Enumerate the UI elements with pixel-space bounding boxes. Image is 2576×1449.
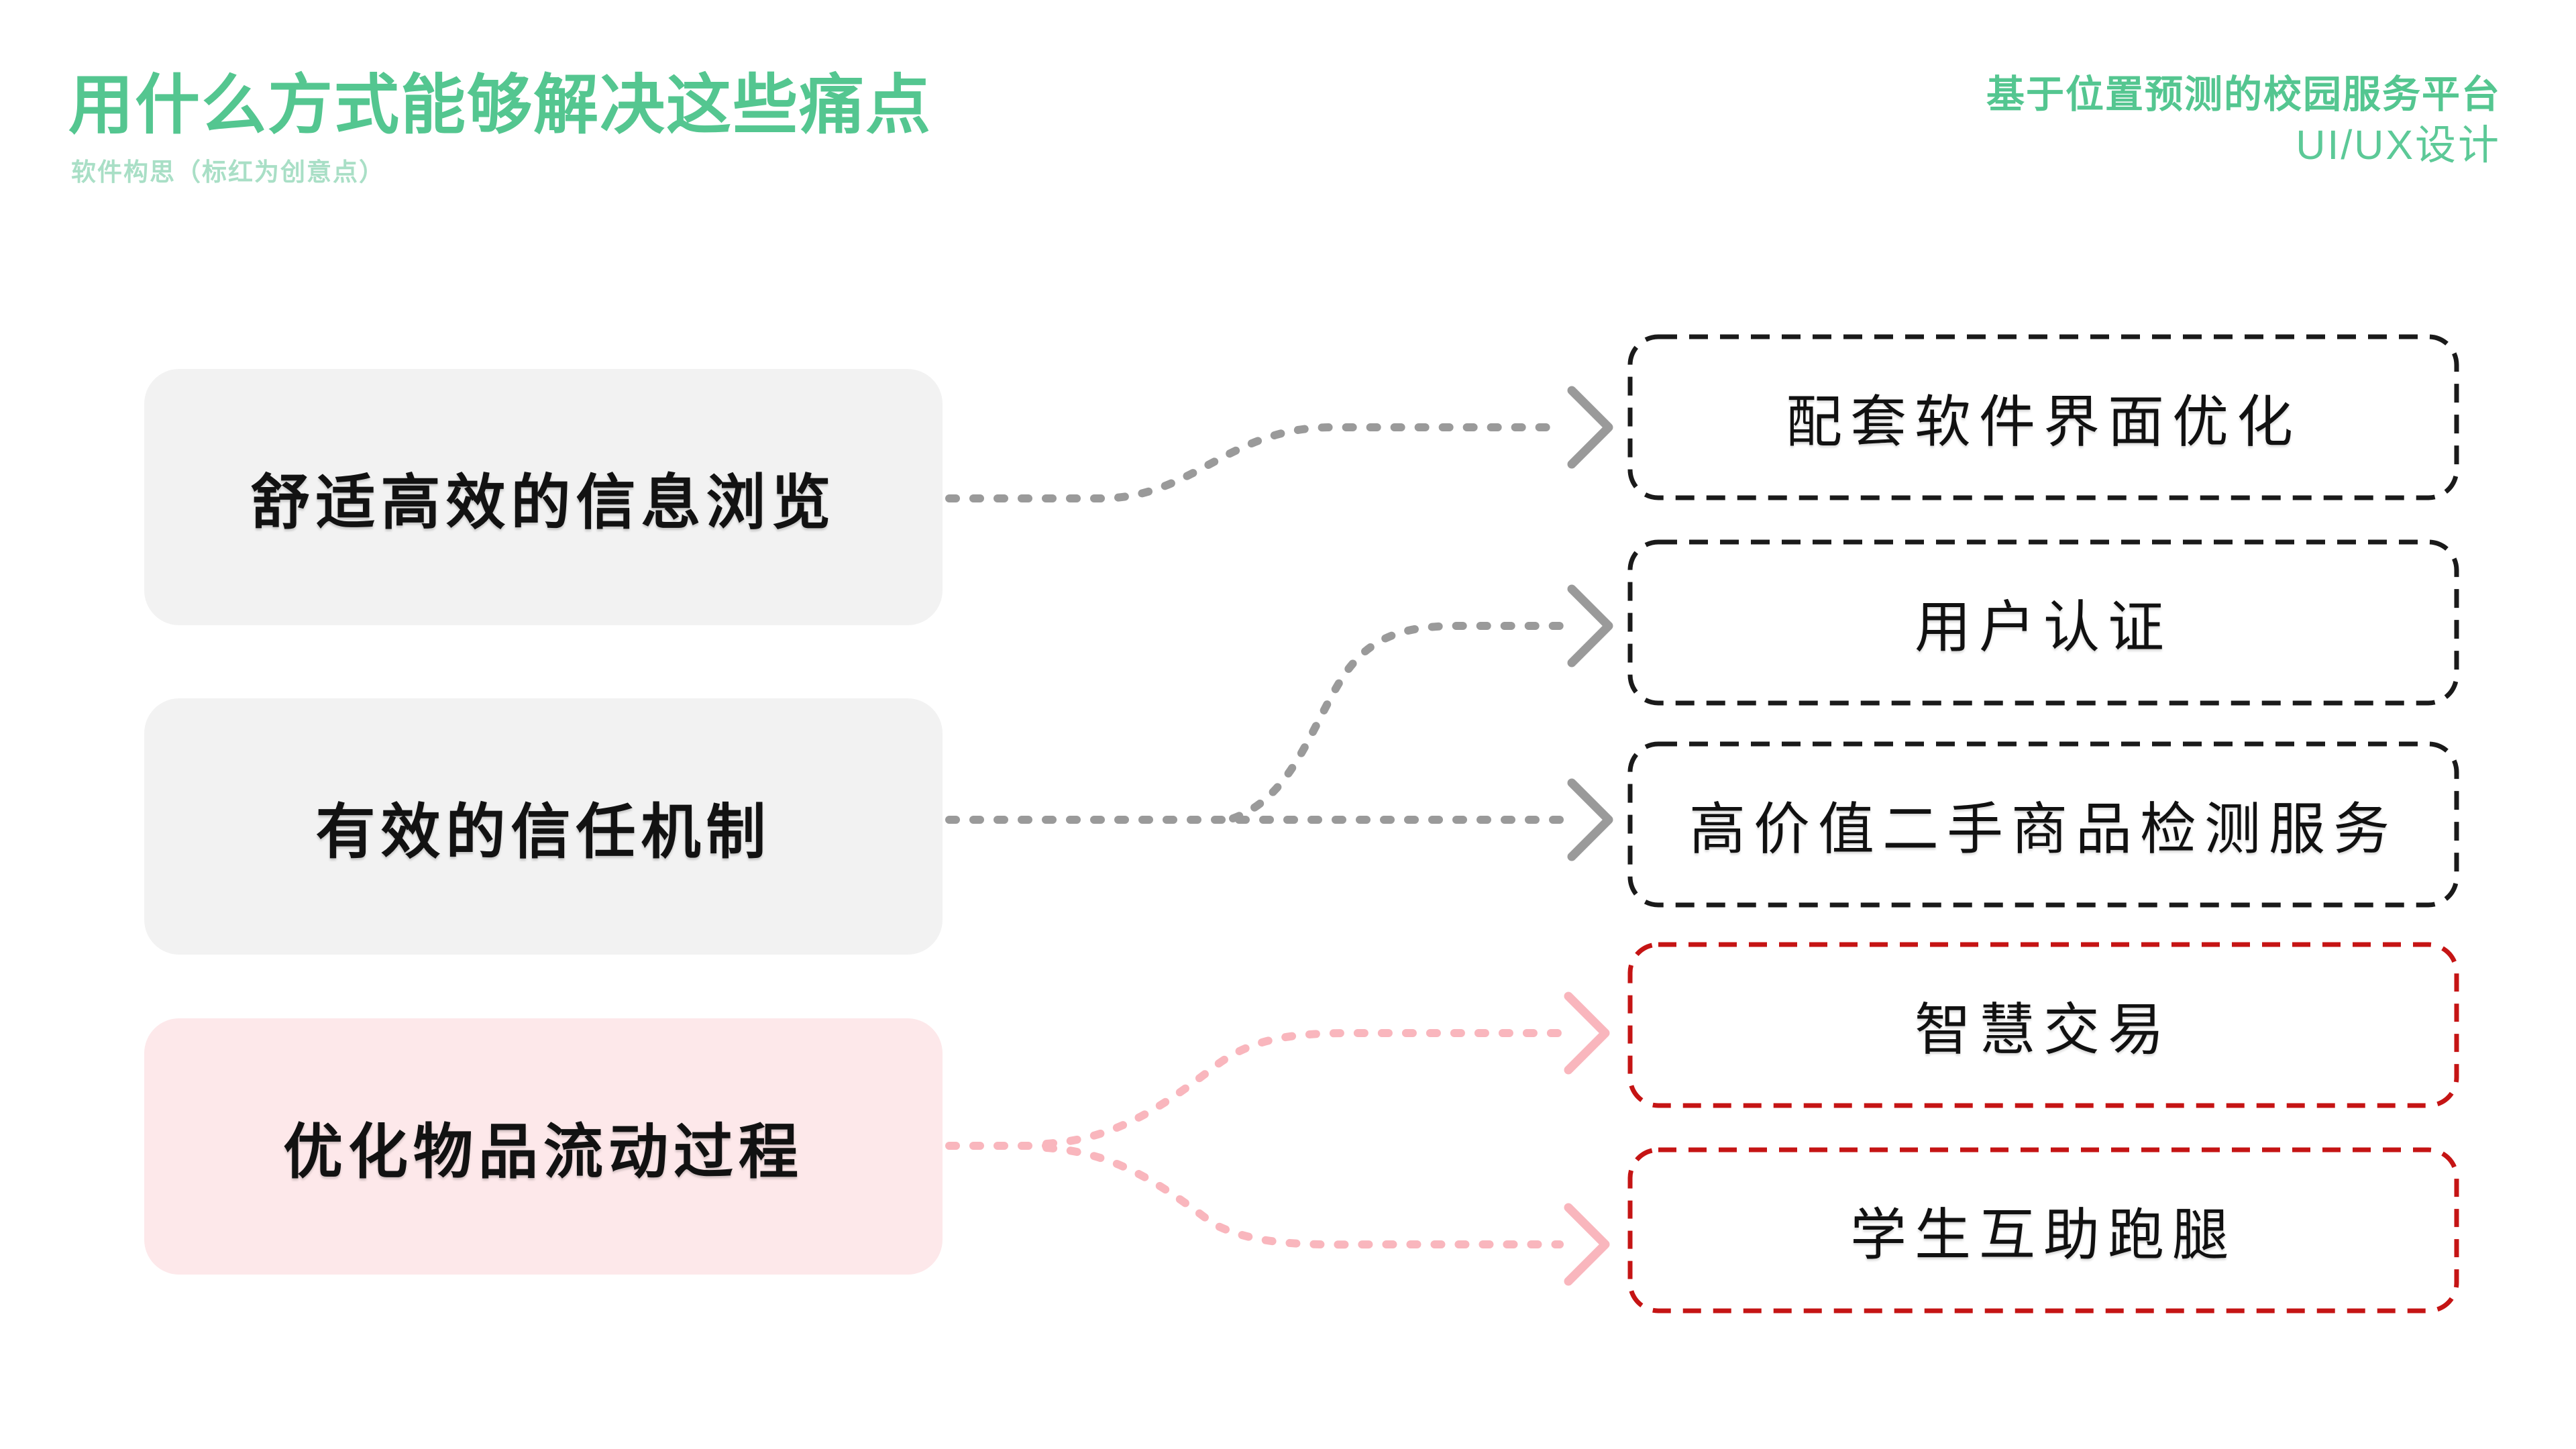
pain-point-label: 有效的信任机制 xyxy=(315,798,771,865)
arrowhead-icon xyxy=(1564,1203,1610,1286)
connector-pain3-fork xyxy=(945,991,1610,1286)
project-header: 基于位置预测的校园服务平台 UI/UX设计 xyxy=(1986,72,2501,170)
solution-box-student-errand: 学生互助跑腿 xyxy=(1630,1150,2457,1311)
arrowhead-icon xyxy=(1567,584,1613,667)
solution-box-border-3 xyxy=(1627,741,2459,908)
solution-box-user-auth: 用户认证 xyxy=(1630,542,2457,703)
solution-box-ui-optimization: 配套软件界面优化 xyxy=(1630,337,2457,498)
arrowhead-icon xyxy=(1564,991,1610,1075)
arrowhead-icon xyxy=(1567,778,1613,861)
pain-point-box-item-flow: 优化物品流动过程 xyxy=(144,1018,943,1275)
solution-label: 智慧交易 xyxy=(1914,998,2172,1061)
page-subtitle: 软件构思（标红为创意点） xyxy=(71,158,385,186)
pain-point-label: 优化物品流动过程 xyxy=(283,1118,804,1185)
connector-pain2-solution3 xyxy=(945,778,1613,861)
solution-box-border-2 xyxy=(1627,539,2459,706)
pain-point-box-trust-mechanism: 有效的信任机制 xyxy=(144,698,943,955)
connector-pain2-solution2 xyxy=(1229,584,1613,822)
solution-box-secondhand-inspection: 高价值二手商品检测服务 xyxy=(1630,744,2457,905)
solution-box-smart-trade: 智慧交易 xyxy=(1630,945,2457,1106)
connector-pain1-solution1 xyxy=(945,386,1613,502)
solution-label: 用户认证 xyxy=(1914,595,2172,659)
pain-point-box-information-browsing: 舒适高效的信息浏览 xyxy=(144,369,943,625)
solution-label: 学生互助跑腿 xyxy=(1849,1203,2237,1267)
solution-label: 配套软件界面优化 xyxy=(1785,390,2301,453)
project-title: 基于位置预测的校园服务平台 xyxy=(1986,73,2501,116)
solution-box-border-1 xyxy=(1627,334,2459,500)
solution-label: 高价值二手商品检测服务 xyxy=(1688,797,2398,861)
arrowhead-icon xyxy=(1567,386,1613,469)
page-title: 用什么方式能够解决这些痛点 xyxy=(68,68,932,142)
pain-point-label: 舒适高效的信息浏览 xyxy=(250,468,837,536)
project-subtitle: UI/UX设计 xyxy=(2296,122,2501,168)
